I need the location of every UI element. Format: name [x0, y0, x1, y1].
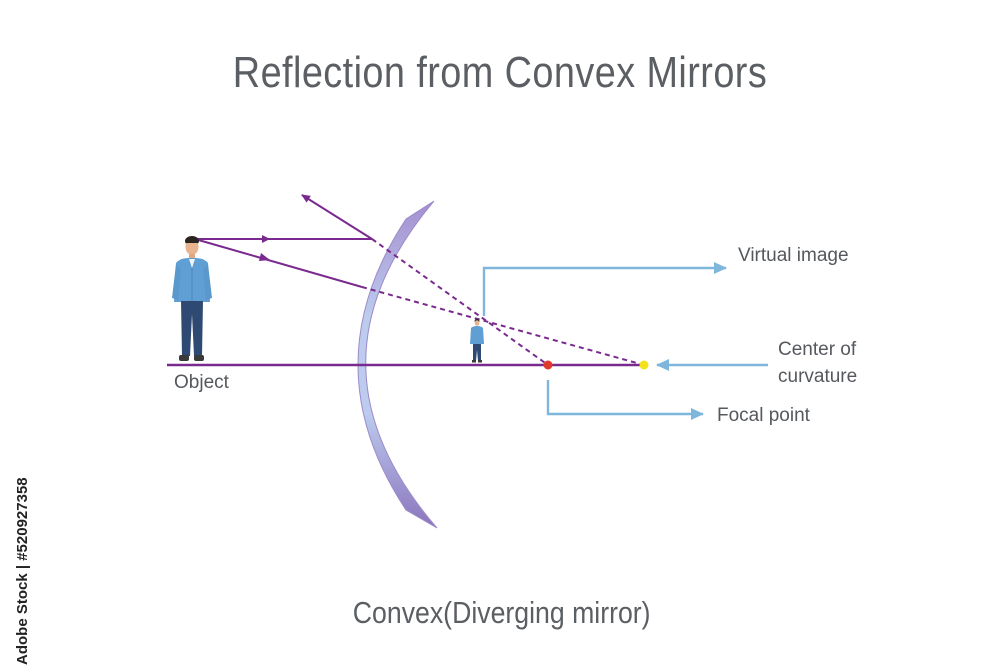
incident-ray-to-center	[194, 238, 363, 288]
ray-direction-arrow	[262, 235, 270, 243]
center-of-curvature-label-line2: curvature	[778, 366, 858, 387]
stock-watermark: Adobe Stock | #520927358	[6, 425, 36, 665]
focal-point-pointer	[546, 380, 704, 420]
convex-mirror	[357, 200, 438, 529]
virtual-image-pointer	[482, 262, 727, 316]
virtual-extension-to-center	[361, 286, 645, 366]
diagram-caption: Convex(Diverging mirror)	[352, 595, 651, 630]
object-person	[172, 236, 212, 361]
object-label: Object	[174, 372, 229, 393]
focal-point-label: Focal point	[717, 405, 810, 426]
stock-id-text: Adobe Stock | #520927358	[14, 477, 31, 665]
reflected-ray	[301, 194, 373, 240]
virtual-image-person	[470, 319, 484, 363]
center-of-curvature-dot	[639, 360, 649, 370]
virtual-extension-to-focus	[371, 238, 549, 366]
diagram-title: Reflection from Convex Mirrors	[232, 48, 768, 97]
focal-point-dot	[543, 360, 553, 370]
ray-direction-arrow	[259, 253, 270, 261]
center-of-curvature-label-line1: Center of	[778, 339, 857, 360]
virtual-image-label: Virtual image	[738, 245, 849, 266]
